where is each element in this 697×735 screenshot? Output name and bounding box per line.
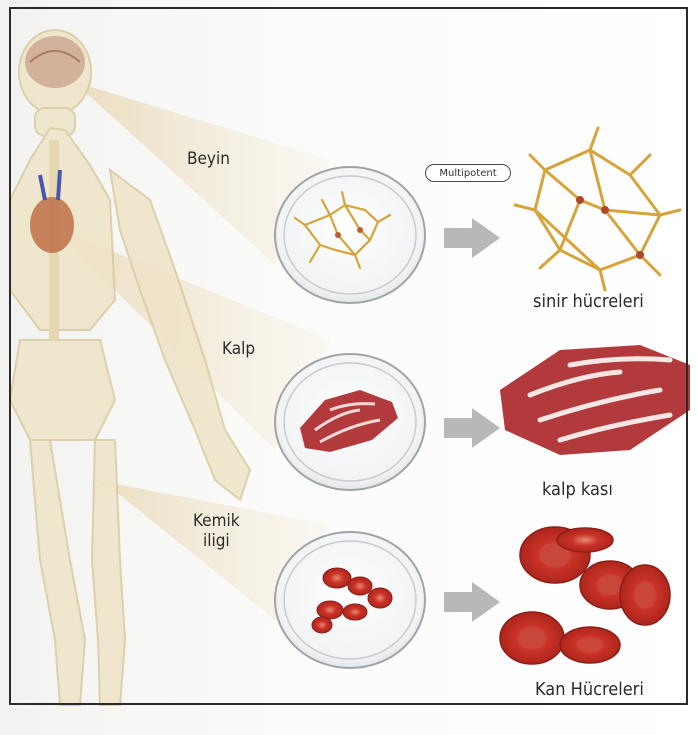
brain-highlight <box>25 36 85 88</box>
blood-cells-label: Kan Hücreleri <box>535 680 644 701</box>
heart-muscle-tissue <box>500 345 690 455</box>
arrow-to-nerve <box>444 218 500 258</box>
differentiation-arrows <box>444 218 500 622</box>
red-blood-cells <box>500 527 670 664</box>
heart-muscle-label: kalp kası <box>542 480 613 501</box>
heart-label: Kalp <box>222 340 255 360</box>
arrow-to-muscle <box>444 408 500 448</box>
arrow-to-blood <box>444 582 500 622</box>
brain-petri-dish <box>275 167 425 303</box>
multipotent-badge: Multipotent <box>425 164 511 182</box>
nerve-cell-network <box>515 128 680 290</box>
brain-label: Beyin <box>187 150 230 170</box>
bone-marrow-label: Kemik iligi <box>193 512 240 551</box>
marrow-petri-dish <box>275 532 425 668</box>
bone-marrow-label-line2: iligi <box>193 532 240 552</box>
nerve-cells-label: sinir hücreleri <box>533 292 644 313</box>
bone-marrow-label-line1: Kemik <box>193 512 240 532</box>
